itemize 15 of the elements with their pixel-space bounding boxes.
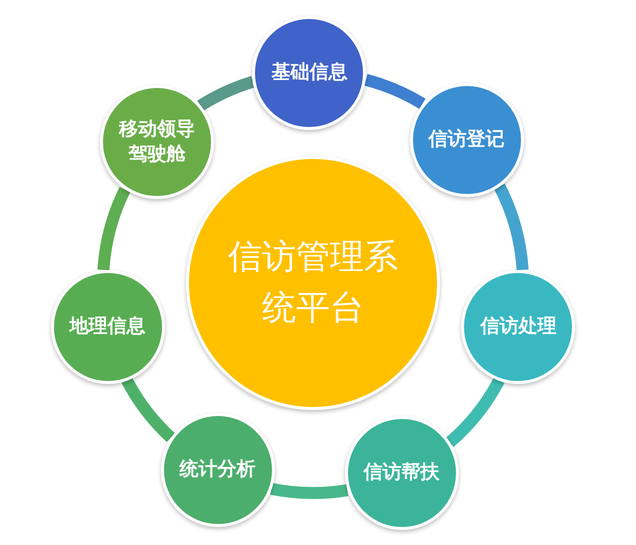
node-label: 信访处理 bbox=[479, 314, 558, 339]
node-label: 信访帮扶 bbox=[362, 460, 441, 486]
ring-arc bbox=[364, 74, 426, 109]
ring-arc bbox=[197, 76, 255, 111]
node-label: 信访管理系统平台 bbox=[227, 236, 399, 330]
node-label: 信访登记 bbox=[427, 126, 506, 152]
ring-arc bbox=[494, 184, 529, 270]
ring-arc bbox=[270, 482, 348, 499]
node-label: 移动领导驾驶舱 bbox=[118, 116, 196, 168]
node-label: 地理信息 bbox=[68, 314, 147, 339]
ring-arc bbox=[97, 187, 130, 270]
node-label: 统计分析 bbox=[178, 457, 257, 482]
ring-arc bbox=[122, 377, 176, 442]
node-label: 基础信息 bbox=[270, 60, 348, 86]
ring-arc bbox=[446, 377, 504, 447]
